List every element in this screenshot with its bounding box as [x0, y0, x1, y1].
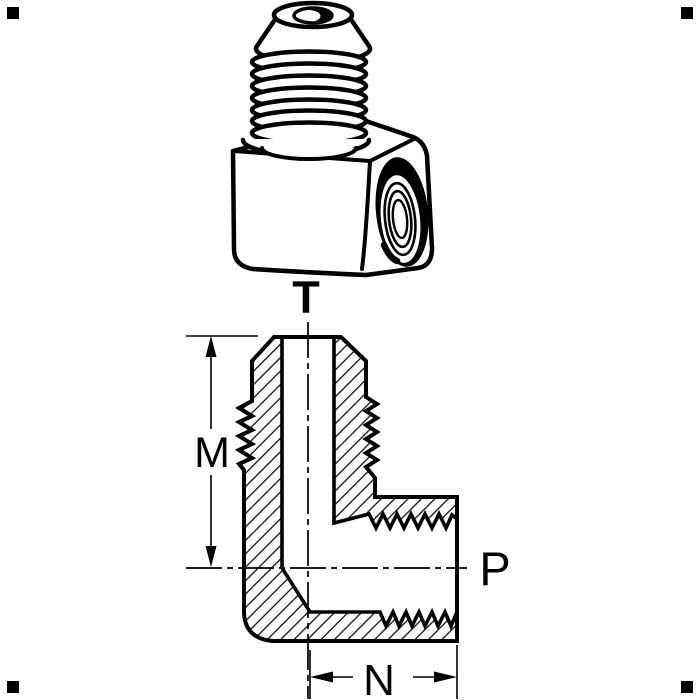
corner-marks: [7, 7, 693, 693]
body-front-right-edge: [360, 159, 372, 271]
label-p: P: [479, 542, 510, 595]
dim-m-label: M: [194, 429, 230, 477]
section-bore-right-and-port-top: [332, 339, 459, 533]
dim-m-arrow-up: [205, 336, 217, 357]
pictorial-view: [230, 0, 435, 278]
corner-mark-top-left: [7, 7, 19, 19]
corner-mark-top-right: [681, 7, 693, 19]
section-bore-left-and-floor: [280, 339, 459, 631]
port-thread-arc: [391, 198, 409, 240]
corner-mark-bottom-left: [7, 681, 19, 693]
label-t: T: [292, 272, 320, 323]
port-thread-arc: [383, 181, 417, 257]
port-shadow-arc: [380, 241, 401, 265]
tip-bore: [292, 6, 334, 25]
port-thread-arc: [387, 189, 413, 249]
dim-m-arrow-down: [205, 546, 217, 567]
dim-n-label: N: [363, 656, 395, 700]
section-hatched-walls: [239, 337, 457, 641]
thread-collar: [240, 137, 372, 161]
dim-n-arrow-right: [434, 671, 457, 683]
corner-mark-bottom-right: [681, 681, 693, 693]
female-port: [375, 157, 429, 267]
centerlines: [186, 322, 467, 699]
dimension-m: M: [186, 335, 258, 567]
dim-n-arrow-left: [310, 671, 333, 683]
dimension-n: N: [309, 645, 458, 700]
male-thread-coils: [249, 49, 369, 146]
section-view: [234, 335, 459, 643]
body-top-right-edge: [368, 137, 416, 163]
section-outer-profile: [234, 335, 459, 643]
